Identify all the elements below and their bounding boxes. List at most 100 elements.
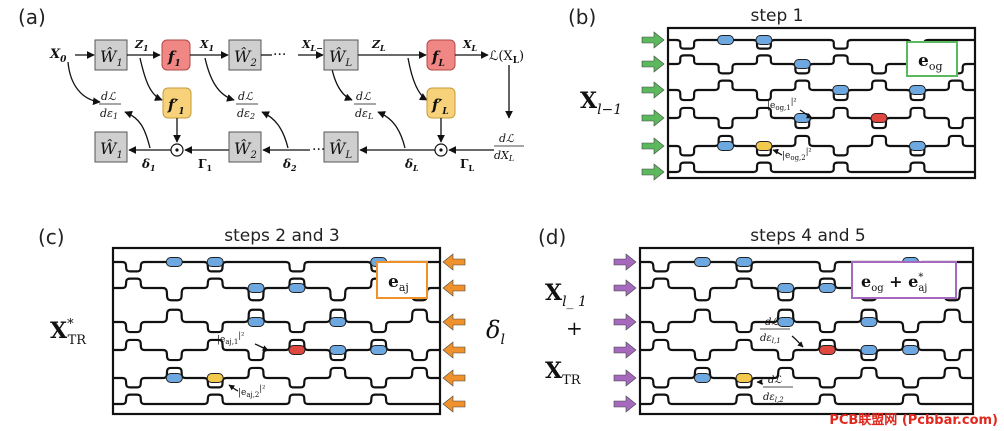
- phase-shifter: [777, 317, 795, 327]
- phase-shifter: [247, 317, 265, 327]
- panel-c-mesh: [113, 257, 440, 406]
- eaj-box: [376, 261, 428, 299]
- fprime1-text: f′1: [167, 96, 185, 117]
- input-arrow: [613, 341, 637, 359]
- waveguide: [113, 393, 440, 406]
- waveguide: [640, 338, 973, 362]
- phase-shifter: [693, 257, 711, 267]
- wl-forward-box: [323, 39, 359, 71]
- xl-label: XL: [462, 38, 478, 53]
- svg-text:dε2: dε2: [237, 107, 255, 121]
- panel-a-label: (a): [18, 5, 46, 29]
- phase-shifter: [777, 283, 795, 293]
- panel-b-title: step 1: [751, 6, 804, 26]
- svg-text:dℒ: dℒ: [356, 90, 372, 103]
- watermark: PCB联盟网 (Pcbbar.com): [829, 412, 998, 428]
- svg-text:dXL: dXL: [494, 149, 514, 163]
- input-arrow: [641, 55, 665, 73]
- x0-symbol: X0: [49, 47, 67, 65]
- phase-shifter: [206, 373, 224, 383]
- waveguide: [640, 393, 973, 406]
- input-arrow: [442, 313, 466, 331]
- panel-c-label: (c): [38, 225, 65, 249]
- phase-shifter: [370, 345, 388, 355]
- svg-text:dℒ: dℒ: [768, 375, 782, 386]
- dl-del1-annotation: dℒ dεl,1: [760, 317, 790, 345]
- panel-c-input-arrows: [442, 253, 466, 413]
- waveguide: [640, 366, 973, 389]
- waveguide: [113, 308, 440, 334]
- phase-shifter: [247, 283, 265, 293]
- phase-shifter: [329, 317, 347, 327]
- svg-text:dℒ: dℒ: [765, 317, 779, 328]
- phase-shifter: [818, 283, 836, 293]
- panel-d: (d) steps 4 and 5 eog + e*aj Xl_ 1 + XTR…: [538, 225, 975, 416]
- input-arrow: [442, 341, 466, 359]
- delta2-label: δ2: [282, 157, 297, 173]
- deltal-label: δL: [404, 157, 419, 173]
- panel-d-title: steps 4 and 5: [750, 226, 865, 246]
- panel-b: (b) step 1 eog Xl−1 |eog,1|² |eog,2|²: [568, 5, 977, 181]
- phase-shifter: [735, 373, 753, 383]
- input-arrow: [613, 253, 637, 271]
- input-arrow: [442, 395, 466, 413]
- delta-l-side-label: δl: [486, 316, 505, 348]
- phase-shifter: [735, 257, 753, 267]
- phase-shifter: [288, 283, 306, 293]
- w2-forward-text: Ŵ2: [234, 46, 257, 69]
- loss-label: ℒ(XL): [489, 49, 524, 66]
- dl-de1-fraction: dℒ dε1: [99, 90, 121, 121]
- phase-shifter: [755, 141, 773, 151]
- dl-de2-fraction: dℒ dε2: [236, 90, 258, 121]
- input-arrow: [442, 369, 466, 387]
- backward-dots: ···: [312, 142, 325, 158]
- svg-text:dεl,1: dεl,1: [760, 333, 781, 345]
- waveguide: [113, 366, 440, 389]
- eog-eaj-box-text: eog + e*aj: [861, 272, 927, 294]
- f1-text: f1: [167, 48, 181, 69]
- input-arrow: [641, 81, 665, 99]
- svg-text:dεl,2: dεl,2: [763, 392, 784, 404]
- wl-backward-box: [323, 131, 359, 163]
- wl-backward-text: ŴL: [329, 138, 352, 161]
- fprimel-text: f′L: [431, 96, 449, 117]
- eaj2-annotation: |eaj,2|²: [238, 384, 265, 399]
- phase-shifter: [793, 59, 811, 69]
- w2-backward-box: [228, 131, 262, 163]
- delta1-label: δ1: [141, 157, 156, 173]
- panel-b-frame: [666, 26, 977, 180]
- phase-shifter: [329, 345, 347, 355]
- wl-forward-text: ŴL: [329, 46, 352, 69]
- fl-text: fL: [431, 48, 445, 69]
- svg-text:dℒ: dℒ: [238, 90, 254, 103]
- phase-shifter: [908, 141, 926, 151]
- waveguide: [668, 161, 975, 174]
- waveguide: [640, 308, 973, 334]
- phase-shifter: [755, 35, 773, 45]
- phase-shifter: [693, 373, 711, 383]
- phase-shifter: [288, 345, 306, 355]
- dl-del2-annotation: dℒ dεl,2: [763, 375, 793, 404]
- xtr-star-side-label: X*TR: [50, 317, 87, 348]
- phase-shifter: [908, 85, 926, 95]
- phase-shifter: [165, 257, 183, 267]
- waveguide: [113, 338, 440, 362]
- eaj-box-text: eaj: [388, 272, 409, 294]
- panel-b-label: (b): [568, 5, 596, 29]
- input-arrow: [613, 395, 637, 413]
- forward-dots: ···: [273, 47, 286, 63]
- side-plus: +: [566, 316, 583, 340]
- w1-forward-text: Ŵ1: [100, 46, 123, 69]
- panel-d-label: (d): [538, 225, 566, 249]
- w1-backward-text: Ŵ1: [100, 138, 123, 161]
- input-arrow: [613, 313, 637, 331]
- panel-b-input-arrows: [641, 31, 665, 181]
- panel-c: (c) steps 2 and 3 eaj X*TR δl |eaj,1|² |…: [38, 225, 505, 416]
- panel-c-frame: [111, 246, 442, 416]
- panel-a: (a) X0 Ŵ1 Z1 f1 X1 Ŵ2 ··· XL−1 ŴL ZL f: [18, 5, 524, 173]
- phase-shifter: [818, 345, 836, 355]
- eog-box: [906, 41, 958, 77]
- w1-backward-box: [94, 131, 128, 163]
- phase-shifter: [902, 345, 920, 355]
- eog-eaj-box: [851, 261, 957, 299]
